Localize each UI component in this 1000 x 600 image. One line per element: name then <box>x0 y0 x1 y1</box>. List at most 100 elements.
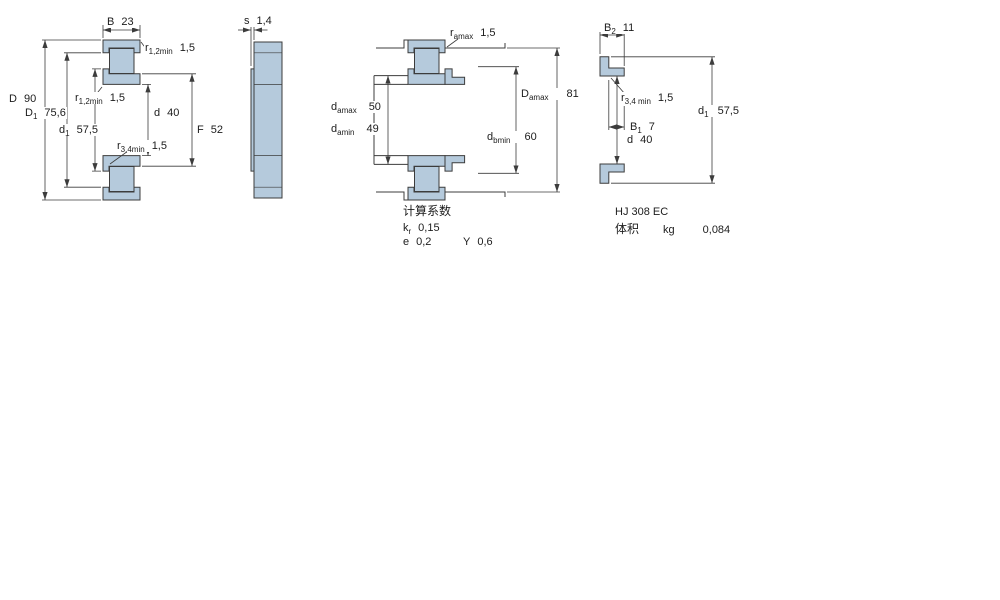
dim-value: 40 <box>640 134 653 146</box>
view-mounting-dimensions <box>373 38 560 201</box>
calc-factor-kr: kr 0,15 <box>402 222 441 237</box>
dim-subscript: 2 <box>611 27 616 37</box>
dim-subscript: bmin <box>493 136 511 146</box>
dim-value: 75,6 <box>44 107 66 119</box>
dim-subscript: amax <box>337 106 357 116</box>
dim-label-s: s 1,4 <box>243 15 273 27</box>
dim-label-r34: r3,4min 1,5 <box>116 140 168 155</box>
mass-unit: kg <box>663 224 675 236</box>
roller-bottom-section <box>414 166 440 192</box>
dim-symbol: B <box>630 121 638 133</box>
dim-value: 1,5 <box>151 140 167 152</box>
factor-value: 0,6 <box>477 236 493 248</box>
hj-ring-standout <box>250 68 255 172</box>
hj-designation-text: HJ 308 EC <box>615 206 669 218</box>
factor-value: 0,15 <box>418 222 440 234</box>
inner-ring-top-section <box>102 68 141 85</box>
dim-symbol: d <box>331 101 338 113</box>
dim-symbol: r <box>621 92 625 104</box>
dim-symbol: r <box>145 42 149 54</box>
factor-symbol: e <box>403 236 410 248</box>
dim-label-D1: D1 75,6 <box>24 107 67 122</box>
dim-symbol: d <box>154 107 161 119</box>
dim-value: 1,5 <box>179 42 195 54</box>
dim-value: 50 <box>368 101 381 113</box>
calc-factor-Y: Y 0,6 <box>462 236 494 248</box>
dim-symbol: d <box>331 123 338 135</box>
side-feature-lines <box>254 52 282 188</box>
dim-subscript: 1 <box>637 126 642 136</box>
dim-value: 81 <box>566 88 579 100</box>
dim-value: 49 <box>366 123 379 135</box>
roller-top-section <box>414 48 440 74</box>
dim-subscript: 1 <box>32 112 38 122</box>
dim-value: 7 <box>648 121 655 133</box>
dim-symbol: r <box>75 92 79 104</box>
calc-factors-title: 计算系数 <box>402 204 453 218</box>
dim-label-damax: damax 50 <box>330 101 382 116</box>
extension-lines <box>478 47 560 193</box>
dim-label-r12-top: r1,2min 1,5 <box>144 42 196 57</box>
housing-shoulder-outline-bottom-right <box>445 191 506 197</box>
factor-symbol: k <box>403 222 409 234</box>
dim-subscript: amax <box>453 32 474 42</box>
extension-lines <box>599 32 715 184</box>
factor-symbol: Y <box>463 236 471 248</box>
dim-value: 57,5 <box>76 124 98 136</box>
dim-subscript: 1 <box>704 110 709 120</box>
dim-subscript: 1,2min <box>78 97 103 107</box>
dim-symbol: d <box>487 131 494 143</box>
shaft-shoulder-outline <box>373 75 408 165</box>
mass-value: 0,084 <box>702 224 731 236</box>
housing-shoulder-outline-bottom-left <box>376 191 408 201</box>
factor-value: 0,2 <box>416 236 432 248</box>
hj-ring-top-section <box>599 56 625 77</box>
view-main-cross-section <box>42 25 196 201</box>
dim-value: 1,5 <box>480 27 496 39</box>
dim-symbol: r <box>117 140 121 152</box>
view-side-profile <box>238 27 283 199</box>
dim-subscript: amax <box>528 93 549 103</box>
dim-subscript: 1 <box>65 129 70 139</box>
dim-value: 1,5 <box>109 92 125 104</box>
dim-value: 57,5 <box>717 105 739 117</box>
dim-subscript: 3,4min <box>120 145 145 155</box>
mass-label: 体积 <box>615 222 640 236</box>
hj-ring-bottom-section <box>444 155 466 172</box>
dim-value: 1,4 <box>256 15 272 27</box>
dim-symbol: B <box>604 22 612 34</box>
roller-top-section <box>109 48 135 74</box>
dim-label-Damax: Damax 81 <box>520 88 580 103</box>
dim-symbol: D <box>25 107 33 119</box>
dim-subscript: 1,2min <box>148 47 173 57</box>
roller-bottom-section <box>109 166 135 192</box>
dim-value: 23 <box>121 16 134 28</box>
calc-factors-title-text: 计算系数 <box>403 204 452 218</box>
dim-value: 11 <box>622 22 635 34</box>
dim-symbol: s <box>244 15 250 27</box>
dim-symbol: d <box>59 124 66 136</box>
dim-symbol: D <box>521 88 529 100</box>
outer-ring-bottom-section <box>102 186 141 201</box>
dim-label-B: B 23 <box>106 16 135 28</box>
calc-factor-e: e 0,2 <box>402 236 433 248</box>
dim-label-B2: B2 11 <box>603 22 636 37</box>
dim-label-ra: ramax 1,5 <box>449 27 497 42</box>
dim-symbol: B <box>107 16 115 28</box>
dim-label-d1: d1 57,5 <box>58 124 99 139</box>
dim-symbol: D <box>9 93 17 105</box>
dim-value: 1,5 <box>657 92 674 104</box>
factor-subscript: r <box>408 227 412 237</box>
dim-symbol: r <box>450 27 454 39</box>
